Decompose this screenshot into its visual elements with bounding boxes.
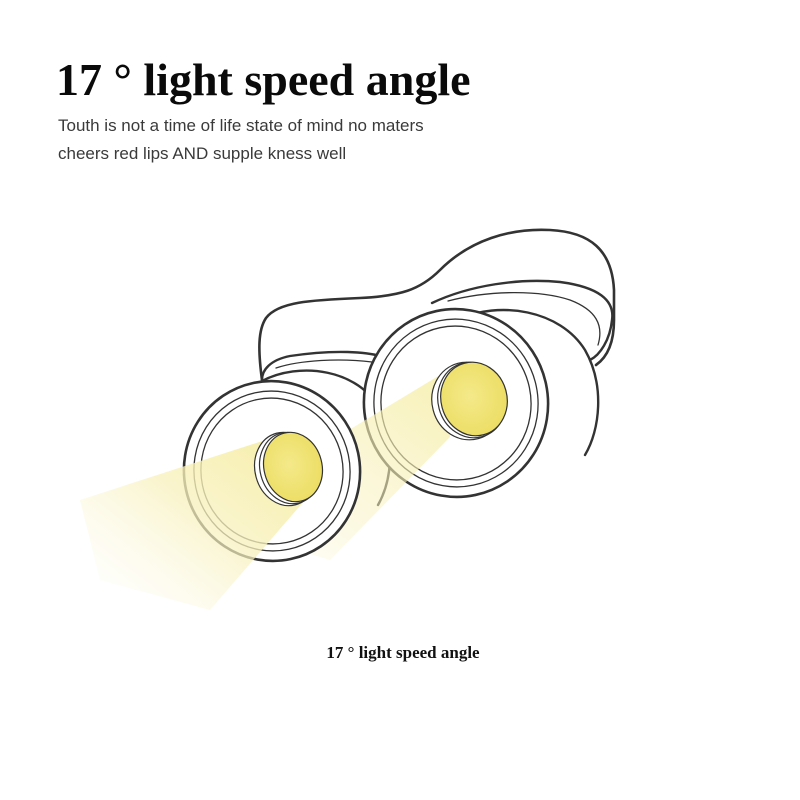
housing-rim	[430, 279, 614, 362]
right-lens	[431, 361, 508, 441]
page-title: 17 ° light speed angle	[56, 54, 471, 105]
subtitle-line-1: Touth is not a time of life state of min…	[58, 116, 424, 135]
caption: 17 ° light speed angle	[326, 643, 480, 662]
left-lens	[253, 431, 324, 507]
subtitle-line-2: cheers red lips AND supple kness well	[58, 144, 347, 163]
subtitle: Touth is not a time of life state of min…	[58, 112, 424, 168]
left-light-beam	[80, 436, 305, 610]
